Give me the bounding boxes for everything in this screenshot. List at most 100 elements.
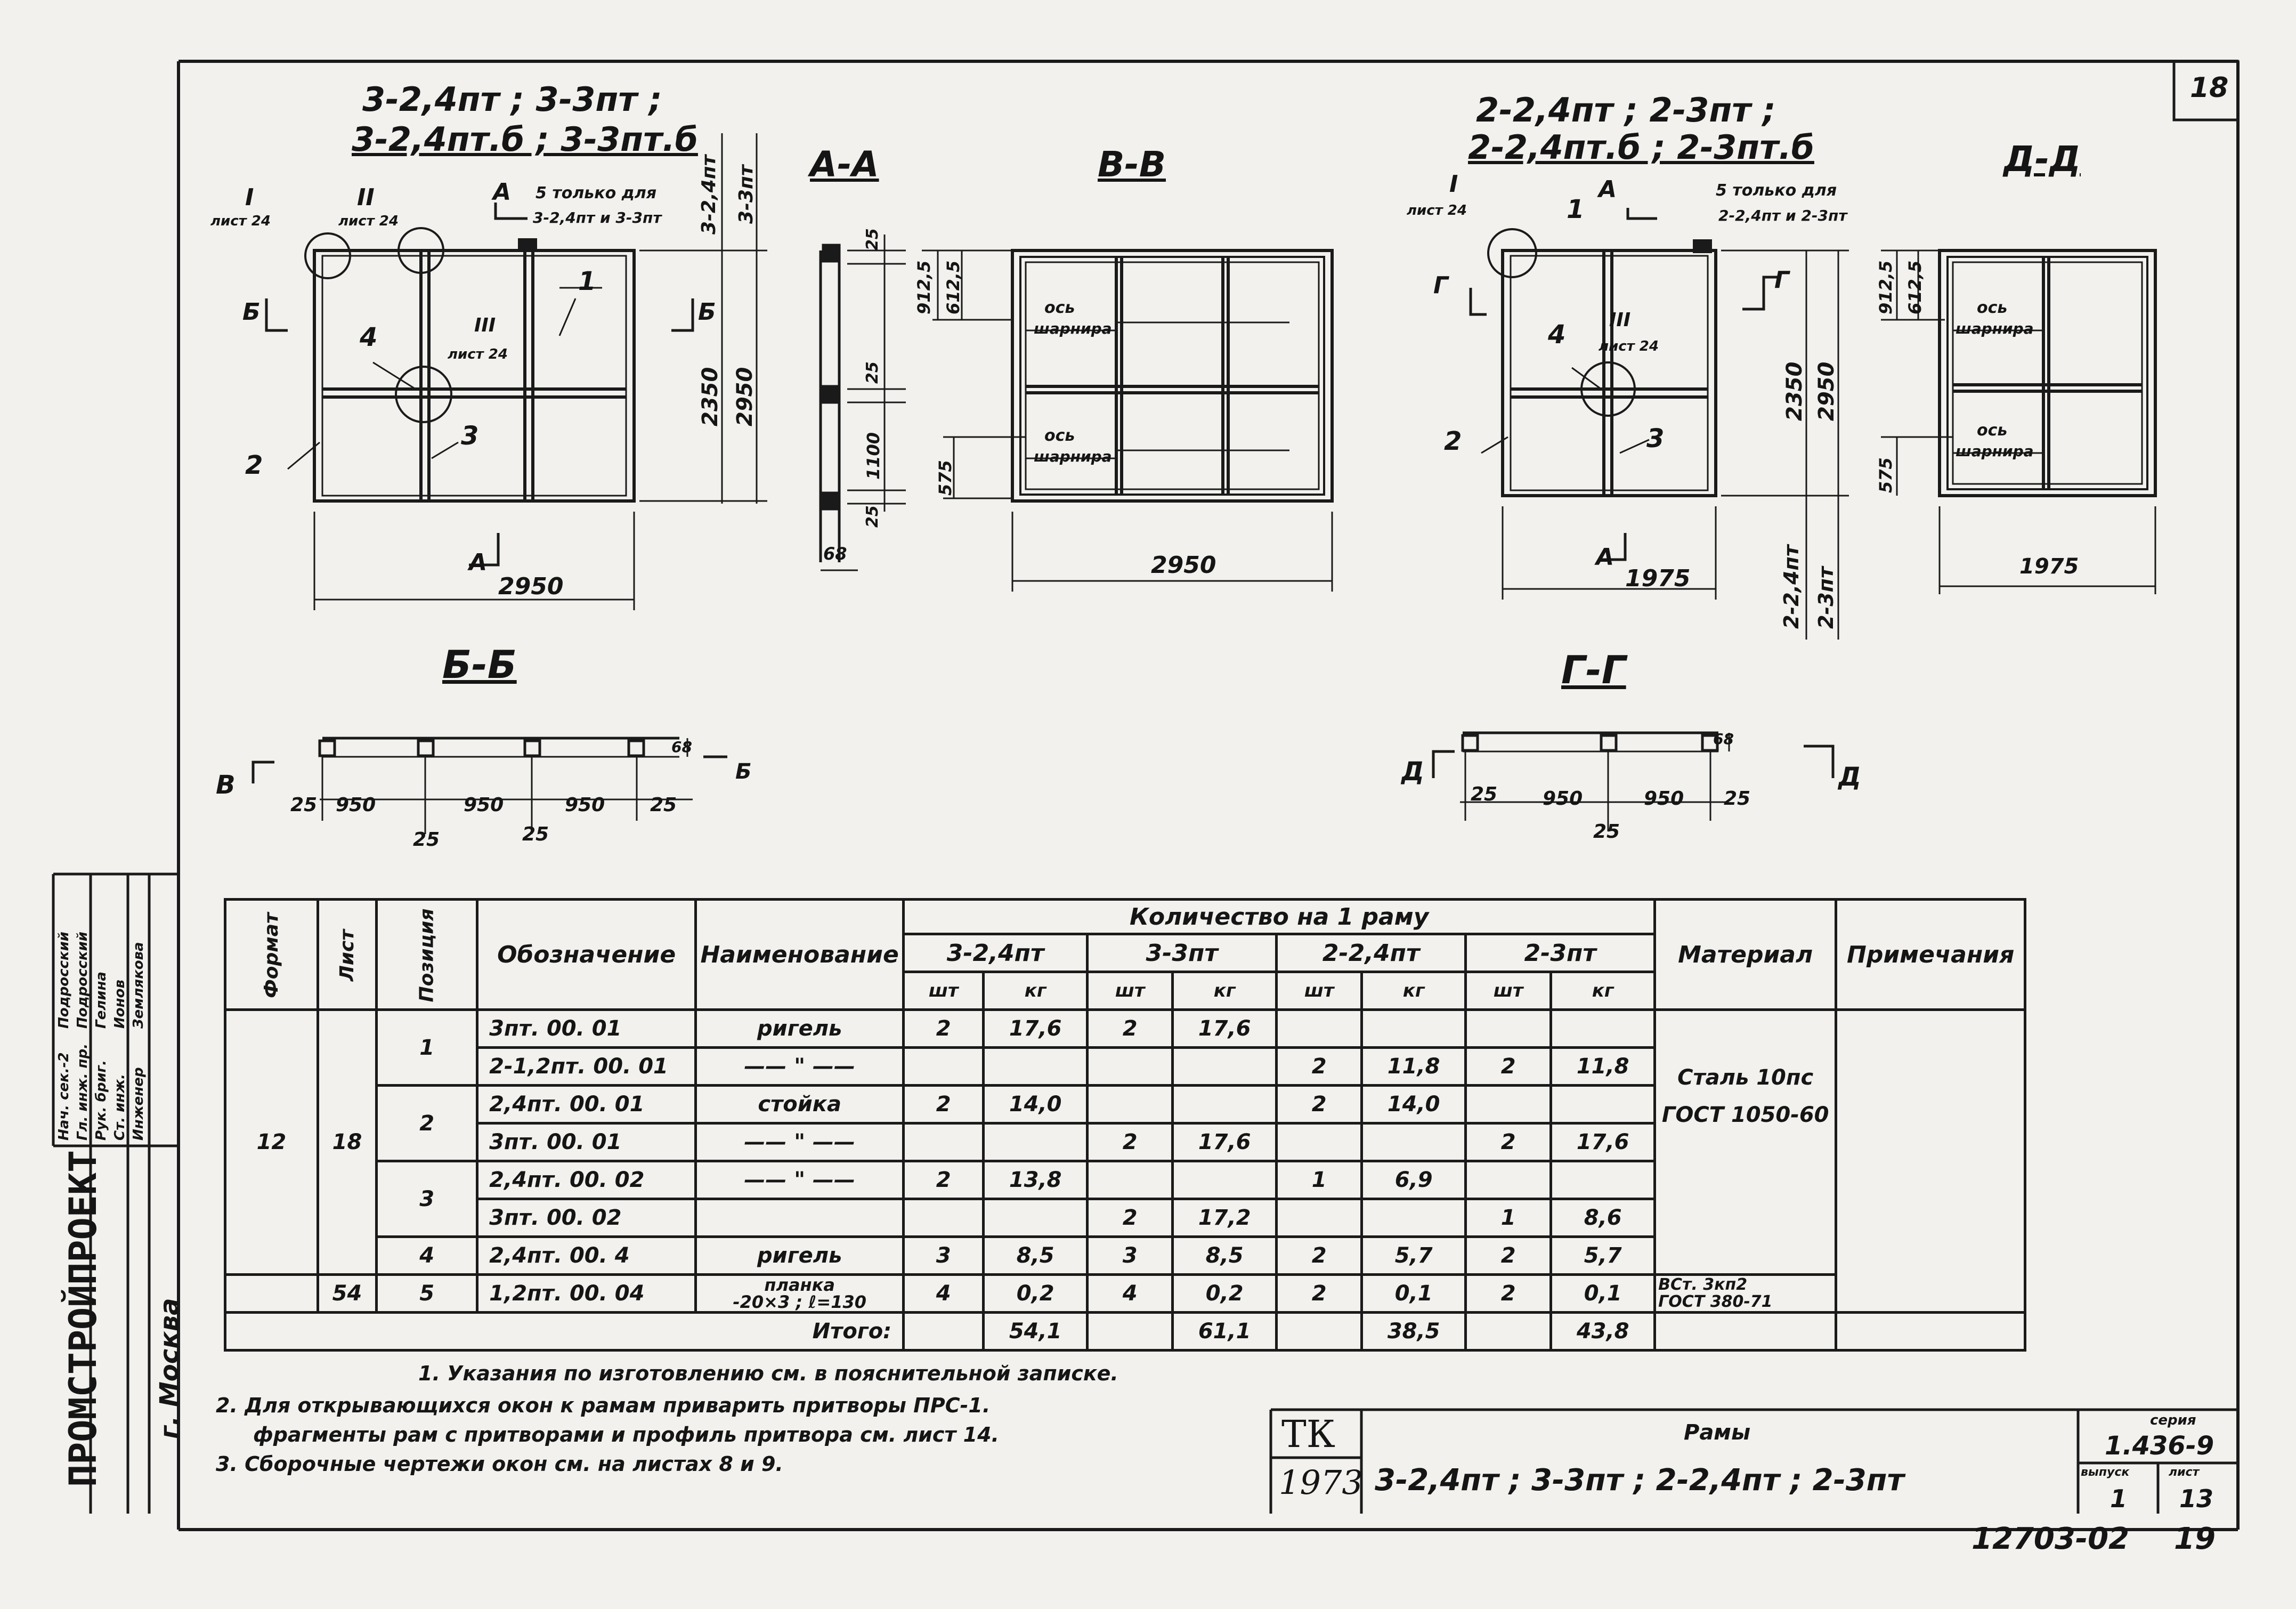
gg-mark-right: Д [1838, 762, 1861, 792]
stamp-role-2: Рук. бриг. [93, 1060, 109, 1141]
cell-qty [1464, 1160, 1553, 1200]
left-cut-a-bottom: А [469, 549, 488, 576]
total-value-2: 38,5 [1360, 1311, 1467, 1352]
total-empty [1275, 1311, 1364, 1352]
material-1b: ГОСТ 1050-60 [1661, 1103, 1829, 1127]
cell-qty [1275, 1198, 1364, 1238]
cell-qty: 6,9 [1360, 1160, 1467, 1200]
cell-name-a: планка [764, 1275, 835, 1295]
header-name: Наименование [694, 898, 905, 1011]
bb-dim-68: 68 [671, 738, 692, 756]
header-position: Позиция [375, 898, 479, 1011]
vv-hinge-label-1: шарнира [1034, 320, 1112, 337]
right-ref-iii: III [1609, 309, 1631, 331]
table-row: 3 2,4пт. 00. 02 —— " —— 2 13,8 1 6,9 [225, 1160, 2025, 1238]
right-pos-1: 1 [1567, 195, 1585, 224]
left-ref-ii-sheet: лист 24 [338, 213, 399, 229]
unit-pcs-1: шт [1086, 971, 1174, 1011]
left-height-label-b: 3-3пт [735, 165, 757, 224]
stamp-name-4: Землякова [131, 942, 147, 1029]
stamp-role-3: Ст. инж. [112, 1073, 128, 1141]
series-label: серия [2150, 1412, 2196, 1428]
cell-qty: 0,2 [1171, 1273, 1278, 1314]
cell-qty: 17,6 [1549, 1122, 1657, 1162]
aa-dim-68: 68 [823, 544, 847, 564]
cell-name-b: -20×3 ; ℓ=130 [733, 1292, 866, 1312]
table-row: 12 18 1 3пт. 00. 01 ригель 2 17,6 2 17,6… [224, 1008, 2027, 1314]
note-2: 2. Для открывающихся окон к рамам привар… [216, 1394, 991, 1417]
cell-qty: 2 [1275, 1084, 1364, 1125]
section-gg-profile [1432, 731, 1835, 831]
stamp-name-0: Подросский [56, 932, 72, 1029]
cell-designation: 2,4пт. 00. 01 [476, 1084, 697, 1125]
table-row: 2 2,4пт. 00. 01 стойка 2 14,0 2 14,0 [225, 1084, 2025, 1162]
title-tk: ТК [1281, 1412, 1335, 1456]
cell-qty: 2 [1275, 1235, 1364, 1276]
left-ref-iii-sheet: лист 24 [448, 346, 508, 362]
group-header-1: 3-3пт [1086, 933, 1278, 973]
cell-qty [982, 1198, 1089, 1238]
cell-qty: 8,5 [1171, 1235, 1278, 1276]
header-sheet: Лист [316, 898, 378, 1011]
cell-name: планка -20×3 ; ℓ=130 [694, 1273, 905, 1314]
note-1: 1. Указания по изготовлению см. в поясни… [418, 1362, 1118, 1385]
cell-pos: 4 [375, 1235, 479, 1276]
table-row: 54 5 1,2пт. 00. 04 планка -20×3 ; ℓ=130 … [224, 1273, 2025, 1314]
table-row: 4 2,4пт. 00. 4 ригель 3 8,5 3 8,5 2 5,7 … [225, 1235, 2025, 1276]
right-pos-3: 3 [1646, 424, 1665, 454]
cell-designation: 3пт. 00. 02 [476, 1198, 697, 1238]
cell-name: —— " —— [694, 1046, 905, 1087]
dd-dim-575: 575 [1876, 457, 1896, 493]
aa-dim-6125: 612,5 [943, 260, 963, 314]
left-dim-2950-v: 2950 [733, 367, 757, 426]
sheet-value: 13 [2179, 1484, 2214, 1513]
gg-dim-top-2: 950 [1644, 788, 1684, 810]
cell-designation: 1,2пт. 00. 04 [476, 1273, 697, 1314]
vv-dim-width: 2950 [1151, 552, 1216, 579]
material-2b: ГОСТ 380-71 [1658, 1292, 1773, 1311]
gg-dim-top-0: 25 [1471, 783, 1498, 805]
section-dd-title: Д-Д [2003, 139, 2081, 180]
right-dim-2350: 2350 [1782, 361, 1807, 421]
stamp-name-3: Ионов [112, 980, 128, 1029]
section-vv-window [962, 249, 1334, 592]
bb-mark-left: В [216, 770, 236, 800]
cell-qty: 17,2 [1171, 1198, 1278, 1238]
cell-sheet-2: 54 [316, 1273, 378, 1314]
cell-qty: 2 [1275, 1273, 1364, 1314]
stamp-frame [52, 872, 180, 1514]
cell-pos: 5 [375, 1273, 479, 1314]
section-bb-profile [251, 737, 727, 834]
note-3: 3. Сборочные чертежи окон см. на листах … [216, 1452, 783, 1476]
left-cut-b-left: Б [242, 298, 261, 326]
cell-qty [1171, 1046, 1278, 1087]
cell-qty: 1 [1275, 1160, 1364, 1200]
cell-qty: 17,6 [1171, 1122, 1278, 1162]
cell-qty: 2 [902, 1084, 985, 1125]
aa-dim-25a: 25 [863, 228, 882, 250]
right-dim-2950: 2950 [1814, 361, 1839, 421]
sheet-border [177, 60, 2240, 1531]
dd-hinge-label-1: шарнира [1956, 320, 2034, 337]
cell-qty: 5,7 [1360, 1235, 1467, 1276]
total-value-1: 61,1 [1171, 1311, 1278, 1352]
cell-qty: 0,1 [1549, 1273, 1657, 1314]
vv-axis-label-1: ось [1044, 298, 1075, 317]
total-empty [902, 1311, 985, 1352]
total-empty [1653, 1311, 1838, 1352]
cell-pos: 1 [375, 1008, 479, 1087]
bb-dim-bottom-1: 25 [522, 823, 549, 845]
cell-qty [1086, 1160, 1174, 1200]
table-row: 3пт. 00. 01 —— " —— 2 17,6 2 17,6 [225, 1122, 2025, 1162]
bb-dim-top-4: 25 [650, 794, 677, 816]
group-header-0: 3-2,4пт [902, 933, 1089, 973]
cell-qty [1086, 1046, 1174, 1087]
cell-qty: 2 [1464, 1122, 1553, 1162]
header-format: Формат [224, 898, 319, 1011]
left-note5-b: 3-2,4пт и 3-3пт [533, 209, 662, 227]
unit-pcs-3: шт [1464, 971, 1553, 1011]
right-dim-1975: 1975 [1625, 565, 1691, 592]
totals-row: Итого: 54,1 61,1 38,5 43,8 [223, 1311, 2027, 1352]
cell-pos: 3 [375, 1160, 479, 1238]
